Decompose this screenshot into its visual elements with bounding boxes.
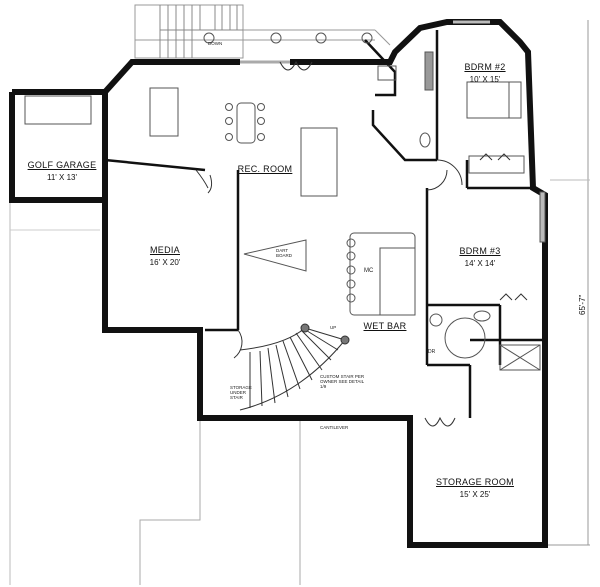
curved-stair — [239, 323, 350, 411]
exterior-stair — [159, 5, 243, 58]
room-bdrm3: BDRM #3 14' X 14' — [440, 242, 520, 268]
sofa — [149, 87, 179, 137]
golf-garage-bench — [24, 95, 92, 125]
custom-stair-note: CUSTOM STAIR PER OWNER SEE DETAIL 1/9 — [320, 374, 365, 389]
room-bdrm2: BDRM #2 10' X 15' — [450, 58, 520, 84]
room-dims: 11' X 13' — [46, 173, 78, 182]
toilet — [473, 310, 491, 322]
room-name: REC. ROOM — [237, 164, 293, 174]
bed — [466, 81, 510, 119]
room-media: MEDIA 16' X 20' — [125, 241, 205, 267]
dining-table — [236, 102, 256, 144]
room-name: MEDIA — [149, 245, 180, 255]
room-golf-garage: GOLF GARAGE 11' X 13' — [22, 156, 102, 182]
room-name: GOLF GARAGE — [27, 160, 97, 170]
room-dims: 10' X 15' — [469, 75, 501, 84]
microwave-label: MC — [364, 268, 374, 274]
dart-board-note: DART BOARD — [276, 248, 293, 258]
tub — [444, 317, 486, 359]
down-note: DOWN — [208, 41, 223, 46]
room-name: STORAGE ROOM — [436, 477, 514, 487]
doors — [195, 60, 528, 427]
cantilever-note: CANTILEVER — [320, 425, 349, 430]
dart-board — [243, 239, 307, 272]
room-rec-room: REC. ROOM — [225, 160, 305, 176]
laundry-sink — [377, 65, 397, 81]
room-dims: 16' X 20' — [149, 258, 181, 267]
bath2-toilet — [419, 132, 431, 148]
room-dims: 15' X 25' — [459, 490, 491, 499]
dryer-label: DR — [428, 349, 436, 355]
interior-walls — [104, 30, 545, 418]
fixtures — [24, 20, 546, 371]
room-dims: 14' X 14' — [464, 259, 496, 268]
storage-under-stair-note: STORAGE UNDER STAIR — [230, 385, 252, 400]
shower — [499, 344, 541, 371]
up-note: UP — [330, 325, 337, 330]
overall-dimension: 65'-7" — [578, 294, 587, 315]
room-storage-room: STORAGE ROOM 15' X 25' — [425, 473, 525, 499]
room-name: WET BAR — [363, 321, 407, 331]
room-wet-bar: WET BAR — [360, 317, 410, 333]
sink — [429, 313, 443, 327]
room-name: BDRM #2 — [464, 62, 506, 72]
pool-table — [300, 127, 338, 197]
exterior-walls — [9, 19, 548, 548]
room-name: BDRM #3 — [459, 246, 501, 256]
